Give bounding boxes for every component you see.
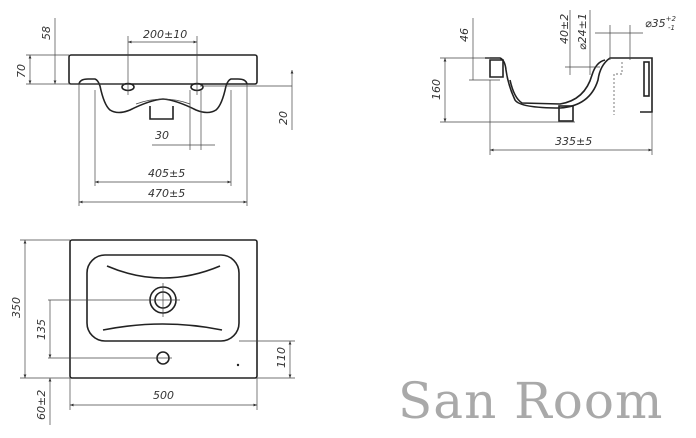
dim-110: 110 (275, 347, 288, 368)
dim-335: 335±5 (555, 135, 592, 148)
dim-160: 160 (430, 79, 443, 100)
dim-350: 350 (10, 297, 23, 318)
dim-135: 135 (35, 319, 48, 340)
dim-46: 46 (458, 28, 471, 42)
dim-20: 20 (277, 111, 290, 125)
dim-40: 40±2 (558, 14, 571, 44)
dim-60: 60±2 (35, 390, 48, 420)
dim-dia-35: ⌀35+2-1 (645, 15, 676, 32)
dim-70: 70 (15, 64, 28, 78)
dim-58: 58 (40, 26, 53, 40)
dim-dia-24: ⌀24±1 (576, 13, 589, 50)
dim-405: 405±5 (148, 167, 185, 180)
front-view: 200±10 58 70 30 20 405±5 470±5 (15, 18, 294, 206)
dim-30: 30 (155, 129, 169, 142)
watermark: San Room (398, 372, 664, 430)
dim-500: 500 (153, 389, 174, 402)
dim-hole-spacing: 200±10 (143, 28, 187, 41)
dim-470: 470±5 (148, 187, 185, 200)
side-view: 46 160 40±2 ⌀24±1 ⌀35+2-1 335±5 (430, 10, 676, 155)
top-view: 350 135 110 500 60±2 (10, 239, 295, 425)
